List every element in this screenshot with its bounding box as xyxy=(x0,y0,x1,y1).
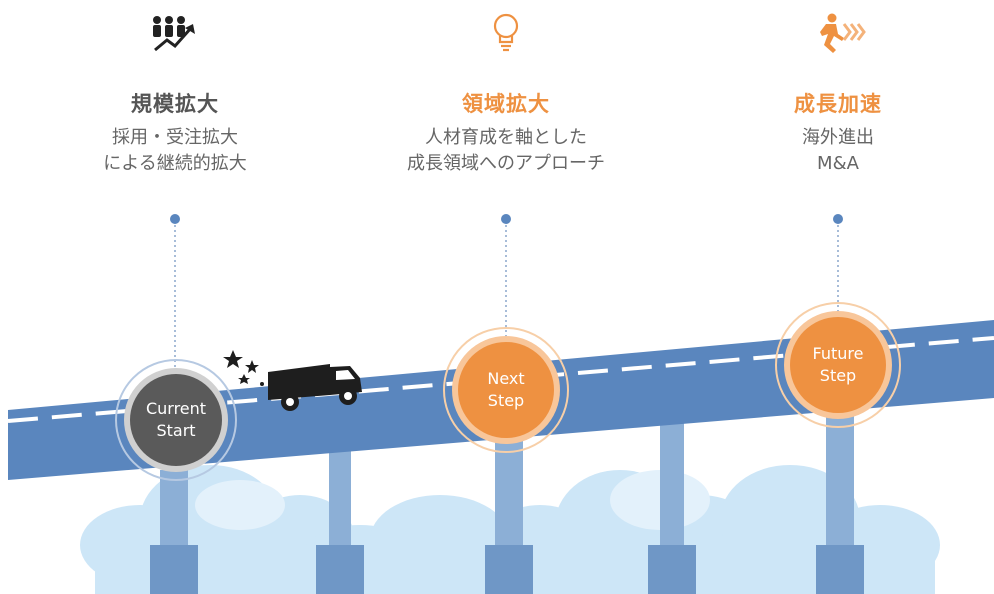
lightbulb-icon xyxy=(493,13,519,52)
stage-heading: 領域拡大 xyxy=(462,92,550,116)
connectors xyxy=(170,214,843,372)
stage-description: 採用・受注拡大 による継続的拡大 xyxy=(103,127,247,174)
stage-description: 人材育成を軸とした 成長領域へのアプローチ xyxy=(407,127,605,174)
people-growth-icon xyxy=(153,16,195,52)
sparkle-icon xyxy=(223,350,264,386)
stage-label-next: Next Step xyxy=(487,369,525,410)
stage-future-marker xyxy=(775,302,901,428)
stage-heading: 規模拡大 xyxy=(131,92,219,116)
stage-heading: 成長加速 xyxy=(794,92,882,116)
stage-label-current: Current Start xyxy=(145,399,207,440)
stage-next-marker xyxy=(443,327,569,453)
stage-label-future: Future Step xyxy=(812,344,864,385)
stage-current-marker xyxy=(115,359,237,481)
truck-icon xyxy=(223,350,362,411)
runner-icon xyxy=(820,13,866,53)
bridge-pillars xyxy=(150,405,864,594)
stage-description: 海外進出 M&A xyxy=(802,127,874,174)
